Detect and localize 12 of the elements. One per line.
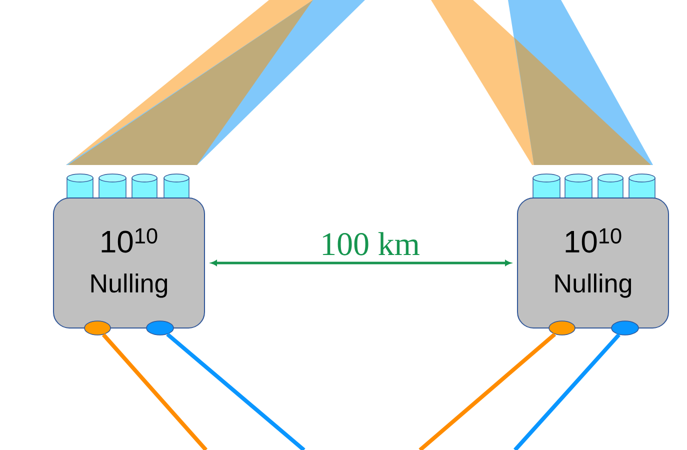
line (166, 332, 306, 450)
arrow (211, 260, 511, 266)
rounded-box: 10$^{10}$ Nulling (53, 198, 205, 328)
line (102, 333, 208, 450)
port (548, 320, 576, 336)
port (611, 320, 639, 336)
port (146, 320, 174, 336)
rounded-box: 10$^{10}$ Nulling (517, 198, 669, 328)
port (84, 320, 111, 336)
line (514, 333, 620, 450)
edge-label: 100 km (319, 231, 421, 256)
line (418, 332, 556, 450)
